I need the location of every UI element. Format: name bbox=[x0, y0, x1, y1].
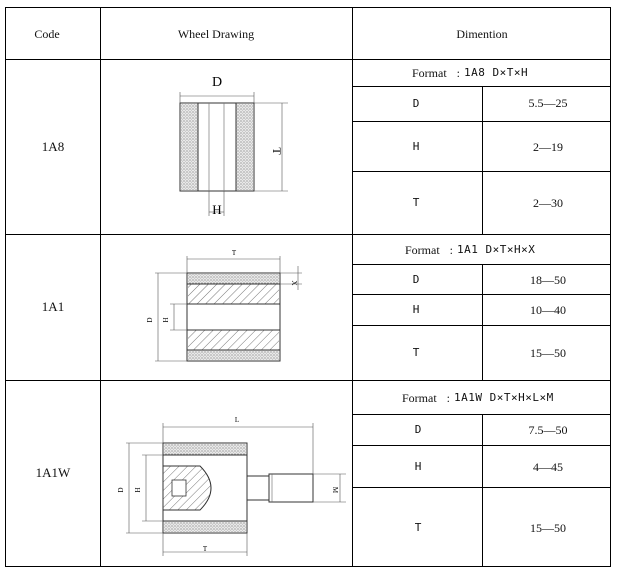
label-h: H bbox=[134, 487, 142, 492]
dim-value: 10—40 bbox=[530, 303, 566, 317]
label-t: T bbox=[232, 249, 237, 257]
row2-dim-line bbox=[352, 325, 610, 326]
format-1a1: Format : 1A1 D×T×H×X bbox=[405, 243, 535, 257]
dim-value: 15—50 bbox=[530, 346, 566, 360]
dim-name: D bbox=[414, 423, 422, 436]
label-m: M bbox=[331, 487, 339, 494]
format-separator: : bbox=[456, 66, 461, 80]
row1-dim-line bbox=[352, 121, 610, 122]
format-label: Format bbox=[402, 391, 437, 405]
row3-dim-line bbox=[352, 487, 610, 488]
drawing-1a1w bbox=[126, 423, 346, 556]
label-d: D bbox=[212, 75, 222, 90]
header-bottom-line bbox=[5, 59, 611, 60]
row2-dim-divider bbox=[482, 264, 483, 380]
row2-dim-line bbox=[352, 294, 610, 295]
table-border-top bbox=[5, 7, 611, 8]
row1-dim-divider bbox=[482, 86, 483, 234]
label-d: D bbox=[117, 487, 125, 492]
dim-name: H bbox=[412, 140, 420, 153]
dim-name: T bbox=[412, 346, 420, 359]
dim-value: 2—30 bbox=[533, 196, 563, 210]
label-h: H bbox=[162, 317, 170, 322]
row-code-1a1: 1A1 bbox=[41, 299, 65, 314]
row-code-1a1w: 1A1W bbox=[35, 465, 71, 480]
header-dimension: Dimention bbox=[456, 27, 508, 41]
format-value: 1A1W D×T×H×L×M bbox=[454, 391, 554, 404]
header-wheel-drawing: Wheel Drawing bbox=[177, 27, 255, 41]
row3-format-line bbox=[352, 414, 610, 415]
row1-format-line bbox=[352, 86, 610, 87]
format-label: Format bbox=[405, 243, 440, 257]
table-border-right bbox=[610, 7, 611, 567]
dim-value: 4—45 bbox=[533, 460, 563, 474]
dim-name: T bbox=[412, 196, 420, 209]
header-code: Code bbox=[34, 27, 60, 41]
table-border-bottom bbox=[5, 566, 611, 567]
dim-name: D bbox=[412, 273, 420, 286]
dim-value: 15—50 bbox=[530, 521, 566, 535]
label-h: H bbox=[212, 202, 221, 217]
dim-name: D bbox=[412, 97, 420, 110]
dim-value: 5.5—25 bbox=[528, 96, 568, 110]
format-label: Format bbox=[412, 66, 447, 80]
format-1a8: Format : 1A8 D×T×H bbox=[412, 66, 528, 80]
dim-value: 7.5—50 bbox=[528, 423, 568, 437]
format-separator: : bbox=[446, 391, 451, 405]
table-border-left bbox=[5, 7, 6, 567]
code-column-line bbox=[100, 7, 101, 567]
dim-value: 18—50 bbox=[530, 273, 566, 287]
drawing-column-line bbox=[352, 7, 353, 567]
label-l: L bbox=[235, 416, 239, 424]
dim-name: T bbox=[414, 521, 422, 534]
dim-name: H bbox=[414, 460, 422, 473]
row1-dim-line bbox=[352, 171, 610, 172]
drawing-1a1 bbox=[155, 256, 302, 362]
row3-dim-divider bbox=[482, 414, 483, 566]
label-t: T bbox=[270, 147, 284, 155]
label-d: D bbox=[146, 317, 154, 322]
format-value: 1A1 D×T×H×X bbox=[457, 243, 536, 256]
format-1a1w: Format : 1A1W D×T×H×L×M bbox=[402, 391, 554, 405]
row1-bottom-line bbox=[5, 234, 611, 235]
dim-value: 2—19 bbox=[533, 140, 563, 154]
format-value: 1A8 D×T×H bbox=[464, 66, 529, 79]
row2-bottom-line bbox=[5, 380, 611, 381]
row3-dim-line bbox=[352, 445, 610, 446]
label-x: X bbox=[290, 280, 298, 285]
row2-format-line bbox=[352, 264, 610, 265]
format-separator: : bbox=[449, 243, 454, 257]
row-code-1a8: 1A8 bbox=[41, 139, 65, 154]
drawing-1a8 bbox=[179, 92, 288, 216]
dim-name: H bbox=[412, 303, 420, 316]
label-t: T bbox=[203, 545, 208, 553]
